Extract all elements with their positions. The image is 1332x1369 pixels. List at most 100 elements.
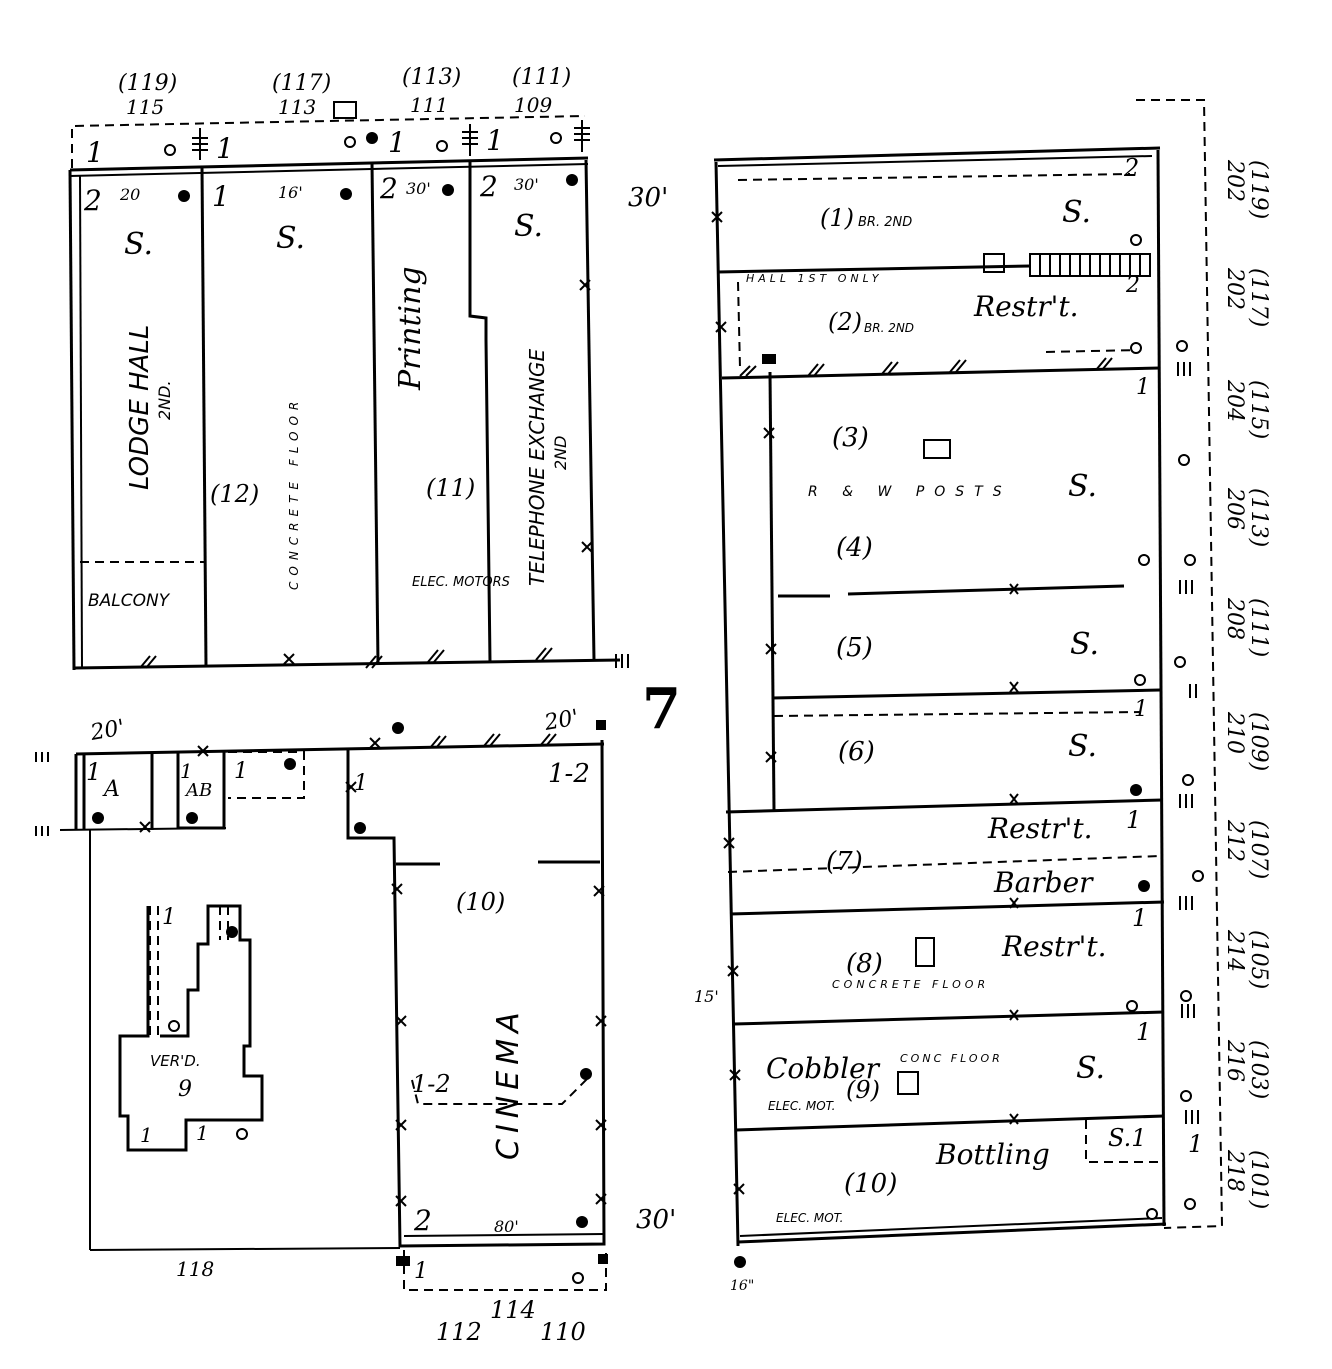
rear-wall: [73, 658, 621, 670]
story-count: 2: [1123, 154, 1139, 182]
side-address-old: (113): [1246, 488, 1271, 547]
story-mark: S.: [1076, 1051, 1105, 1086]
veranda-building: [118, 904, 264, 1152]
address-old-117: (117): [272, 71, 331, 96]
side-address-old: (117): [1246, 268, 1271, 327]
story-count: 1: [140, 1123, 153, 1147]
skylight-box: [983, 253, 1005, 273]
cinema-number: (10): [456, 888, 505, 916]
shed-outline: [228, 751, 305, 799]
cinema-stories-mid: 1-2: [412, 1070, 451, 1098]
wall-cross-marks: [139, 279, 593, 669]
story-count: 1: [86, 136, 104, 169]
right-block-right-wall: [1156, 149, 1166, 1227]
hydrant-box: [596, 720, 606, 730]
unit-7-use: Restr't.: [987, 812, 1093, 845]
partition-4b: [847, 584, 1125, 596]
cinema-rear-inner: [403, 1233, 605, 1237]
window-mark: [1192, 870, 1204, 882]
partition-5-dash: [773, 711, 1141, 717]
address-new-113: 113: [278, 95, 316, 119]
unit-9-use: Cobbler: [766, 1052, 881, 1085]
lower-left-block: 20' 20' 1 A 1 AB 1 1: [35, 705, 676, 1346]
story-count: 1: [180, 759, 193, 783]
story-mark: S.: [1070, 627, 1099, 662]
veranda-porch: [149, 906, 229, 1036]
story-count: 2: [1125, 273, 1140, 298]
window-mark: [436, 140, 448, 152]
veranda-label: VER'D.: [150, 1052, 201, 1070]
heater-dot: [442, 184, 454, 196]
cinema-wall-marks: [391, 883, 607, 1207]
frontage-width: 20: [119, 185, 140, 204]
small-units-walls: [74, 752, 226, 830]
party-wall-3: [468, 162, 492, 663]
side-dimension: 15': [694, 987, 719, 1006]
barber-label: Barber: [993, 866, 1094, 899]
story-count: 1: [162, 905, 176, 930]
address-110: 110: [540, 1318, 586, 1346]
side-dimension: 20': [542, 705, 581, 736]
story-count: 1: [414, 1259, 428, 1284]
window-mark: [1126, 1000, 1138, 1012]
unit-10: (10): [844, 1169, 897, 1199]
heater-dot: [354, 822, 366, 834]
address-new-111: 111: [410, 93, 448, 117]
story-count: 1: [212, 180, 230, 213]
side-dimension: 20': [88, 715, 127, 746]
side-address-old: (115): [1246, 380, 1271, 439]
side-address-old: (101): [1246, 1150, 1271, 1209]
right-wall-marks: [711, 211, 1199, 1195]
address-old-119: (119): [118, 71, 177, 96]
bottom-dimension: 16": [730, 1278, 754, 1294]
heater-dot: [284, 758, 296, 770]
side-address-new: 214: [1222, 929, 1247, 972]
side-address-old: (105): [1246, 930, 1271, 989]
partition-9: [735, 1114, 1165, 1132]
side-address-new: 202: [1222, 267, 1247, 310]
window-mark: [1134, 674, 1146, 686]
bottling-label: Bottling: [935, 1138, 1050, 1171]
story-count: 2: [479, 170, 498, 203]
unit-6: (6): [838, 737, 875, 767]
unit-2: (2): [828, 308, 862, 336]
window-mark: [1178, 454, 1190, 466]
story-count: 1: [86, 758, 101, 786]
cinema-walls: [346, 739, 606, 1248]
skylight-box: [915, 937, 935, 967]
unit-5: (5): [836, 633, 873, 663]
story-mark: S.: [1068, 469, 1097, 504]
hall-note: HALL 1ST ONLY: [746, 272, 882, 285]
story-count: 1: [234, 759, 248, 784]
unit-3: (3): [832, 423, 869, 453]
telephone-floor-label: 2ND: [551, 436, 570, 470]
story-mark: S.: [514, 209, 543, 244]
side-address-new: 210: [1222, 711, 1247, 754]
partition-5: [771, 688, 1161, 700]
hydrant-box: [762, 354, 776, 364]
address-114: 114: [490, 1296, 536, 1324]
heater-dot: [566, 174, 578, 186]
story-count: 1: [196, 1121, 209, 1145]
skylight-box: [897, 1071, 919, 1095]
left-upper-block: (119) 115 (117) 113 (113) 111 (111) 109: [68, 65, 668, 671]
hydrant-box: [598, 1254, 608, 1264]
side-address-new: 202: [1222, 159, 1247, 202]
stair-hatch-lines: [1039, 254, 1141, 276]
bottling-annex: [1085, 1120, 1160, 1163]
annex-stories: S.1: [1108, 1124, 1146, 1152]
unit-8: (8): [846, 949, 883, 979]
skylight-box: [923, 439, 951, 459]
bottom-dimension: 118: [176, 1257, 214, 1281]
lodge-hall-label: LODGE HALL: [125, 325, 155, 490]
unit-1-note: BR. 2ND: [858, 215, 912, 230]
bottom-lot-line: [89, 1247, 401, 1251]
heater-dot: [580, 1068, 592, 1080]
story-mark: S.: [276, 221, 305, 256]
hydrant-dot: [734, 1256, 746, 1268]
address-old-111: (111): [512, 65, 571, 90]
story-count: 1: [1136, 375, 1150, 400]
unit-9-elec: ELEC. MOT.: [768, 1099, 835, 1113]
left-wall-inner: [79, 175, 83, 669]
